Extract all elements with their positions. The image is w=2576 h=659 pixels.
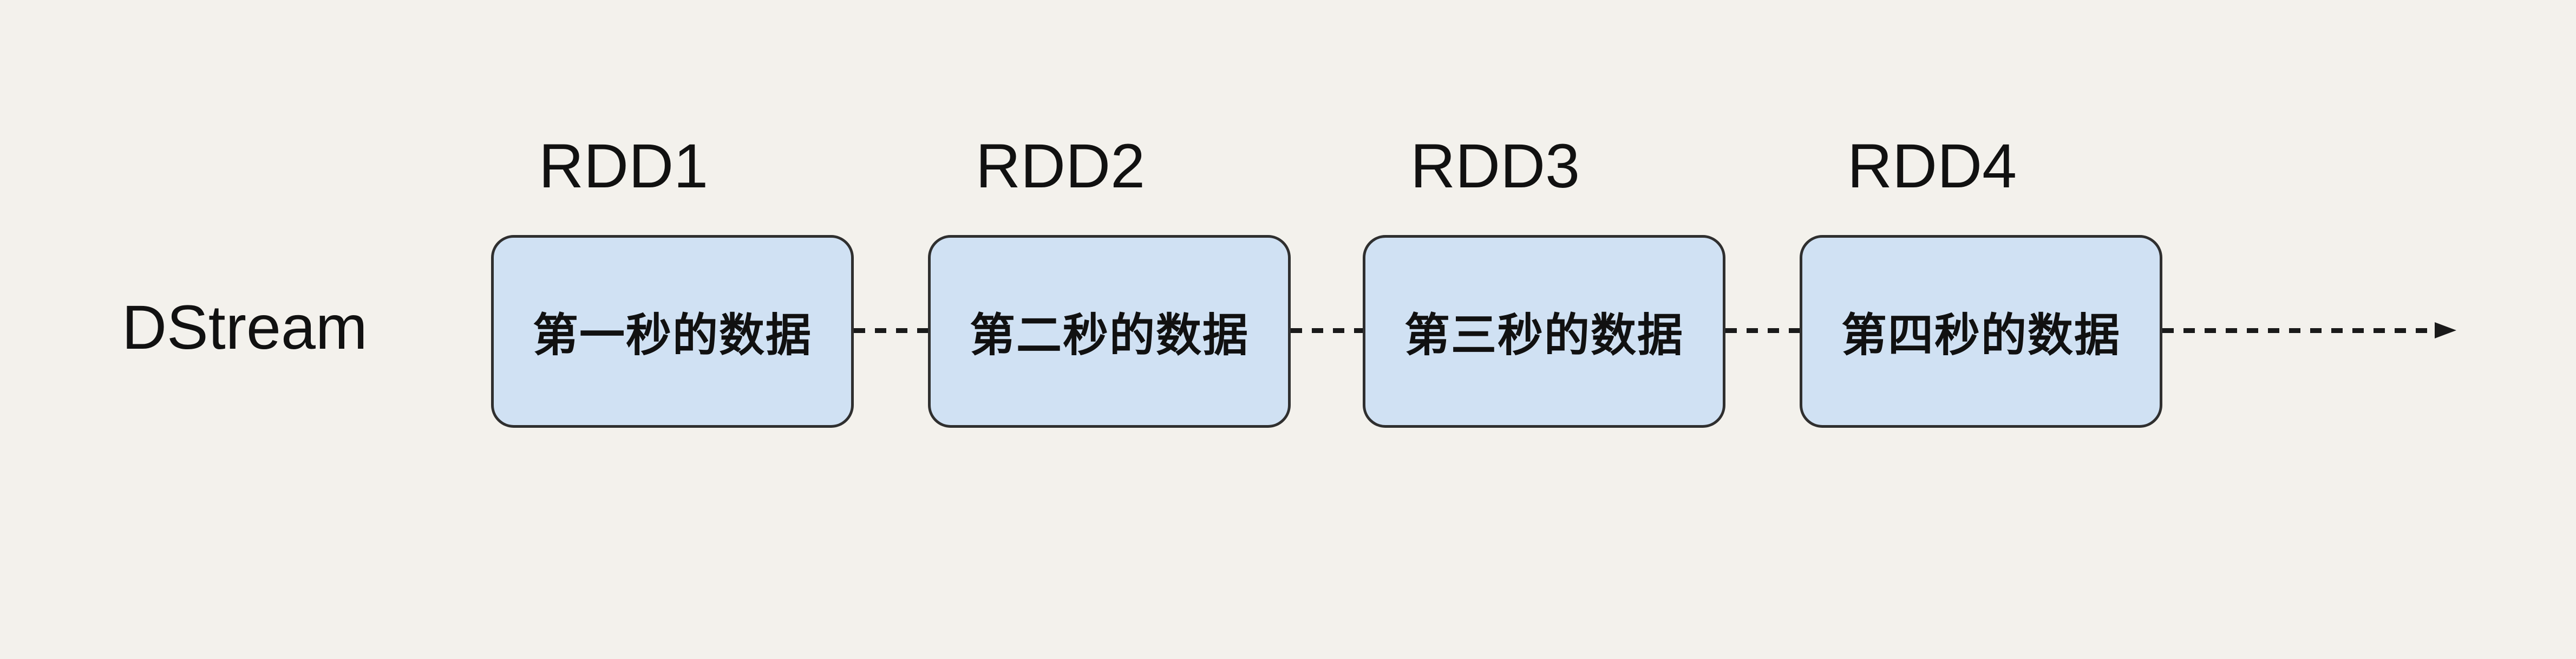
dstream-label: DStream — [122, 293, 368, 362]
rdd4-label: RDD4 — [1847, 132, 2017, 201]
rdd-node-3: RDD3 第三秒的数据 — [1363, 0, 1725, 659]
rdd3-label: RDD3 — [1410, 132, 1580, 201]
rdd3-box: 第三秒的数据 — [1363, 235, 1725, 428]
rdd4-box: 第四秒的数据 — [1800, 235, 2162, 428]
dashed-connector-3 — [1725, 328, 1800, 333]
rdd2-box-text: 第二秒的数据 — [969, 309, 1249, 361]
dashed-connector-4 — [2162, 328, 2436, 333]
dashed-connector-1 — [854, 328, 928, 333]
arrow-right-icon — [2435, 322, 2456, 338]
rdd-node-4: RDD4 第四秒的数据 — [1800, 0, 2162, 659]
rdd1-box-text: 第一秒的数据 — [532, 309, 812, 361]
rdd-node-1: RDD1 第一秒的数据 — [491, 0, 854, 659]
rdd3-box-text: 第三秒的数据 — [1404, 309, 1684, 361]
rdd1-label: RDD1 — [539, 132, 709, 201]
rdd-node-2: RDD2 第二秒的数据 — [928, 0, 1291, 659]
rdd2-box: 第二秒的数据 — [928, 235, 1291, 428]
dashed-connector-2 — [1291, 328, 1363, 333]
rdd1-box: 第一秒的数据 — [491, 235, 854, 428]
rdd2-label: RDD2 — [976, 132, 1146, 201]
rdd4-box-text: 第四秒的数据 — [1841, 309, 2121, 361]
